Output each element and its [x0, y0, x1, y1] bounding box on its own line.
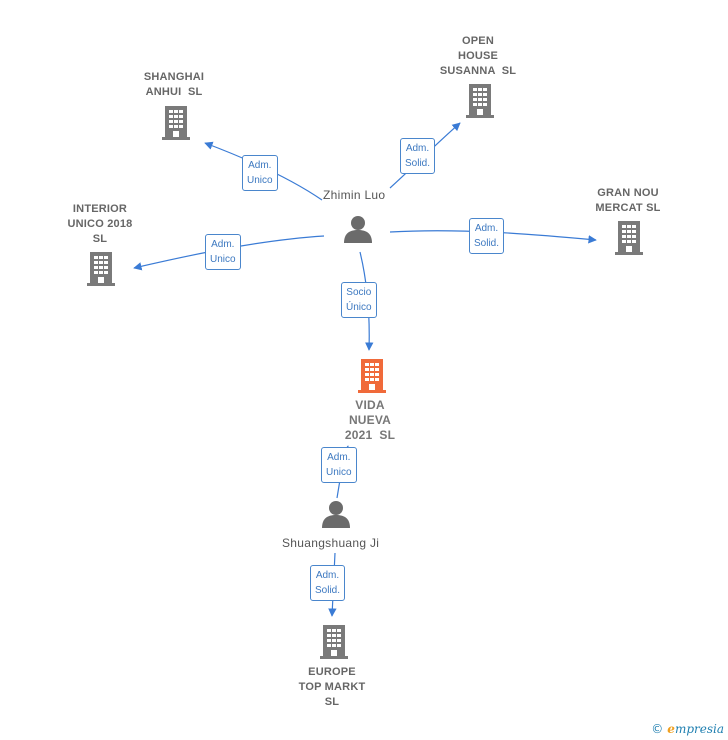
building-icon-vida-nueva[interactable] [358, 359, 386, 393]
relation-badge-gran-nou: Adm. Solid. [469, 218, 505, 254]
building-icon-gran-nou[interactable] [615, 221, 643, 255]
brand-logo-initial: e [667, 722, 675, 736]
person-label-zhimin[interactable]: Zhimin Luo [323, 188, 386, 202]
relation-badge-socio: Socio Único [341, 282, 377, 318]
brand-footer[interactable]: ©empresia [651, 722, 724, 736]
relation-badge-open-house: Adm. Solid. [400, 138, 436, 174]
relation-badge-europe: Adm. Solid. [310, 565, 346, 601]
building-icon-open-house[interactable] [466, 84, 494, 118]
person-icon-zhimin[interactable] [344, 216, 372, 243]
copyright-icon: © [651, 722, 664, 736]
relation-badge-vida-nueva: Adm. Unico [321, 447, 357, 483]
relation-badge-interior: Adm. Unico [205, 234, 241, 270]
company-label-open-house[interactable]: OPEN HOUSE SUSANNA SL [439, 35, 517, 77]
building-icon-interior[interactable] [87, 252, 115, 286]
building-icon-europe[interactable] [320, 625, 348, 659]
company-label-gran-nou[interactable]: GRAN NOU MERCAT SL [595, 187, 661, 214]
brand-logo-text: mpresia [674, 722, 724, 736]
person-icon-shuang[interactable] [322, 501, 350, 528]
company-label-interior[interactable]: INTERIOR UNICO 2018 SL [67, 203, 133, 245]
relation-badge-shanghai: Adm. Unico [242, 155, 278, 191]
company-label-shanghai[interactable]: SHANGHAI ANHUI SL [143, 71, 205, 98]
person-label-shuang[interactable]: Shuangshuang Ji [282, 536, 380, 550]
company-label-europe[interactable]: EUROPE TOP MARKT SL [298, 666, 366, 708]
company-label-vida-nueva[interactable]: VIDA NUEVA 2021 SL [344, 398, 396, 442]
building-icon-shanghai[interactable] [162, 106, 190, 140]
